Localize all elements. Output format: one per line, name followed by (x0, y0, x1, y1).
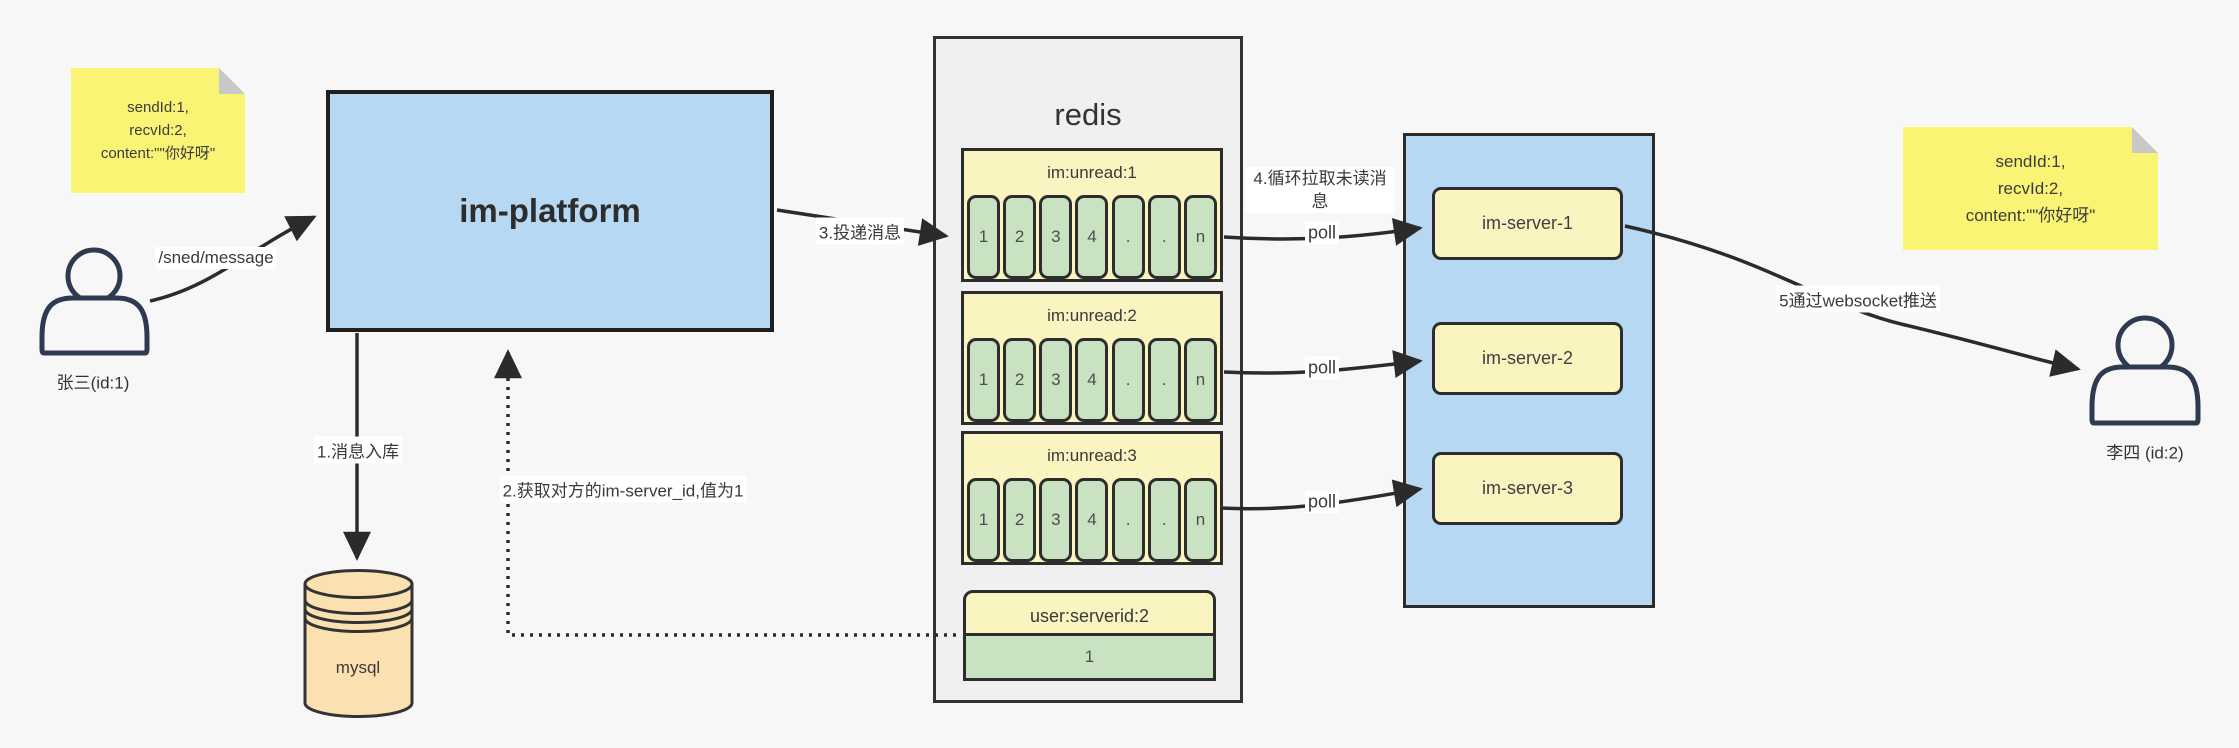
queue-cell: . (1147, 195, 1181, 279)
edge-label-send-message: /sned/message (155, 247, 277, 269)
receiver-person-icon (2089, 315, 2201, 426)
redis-kv-user-serverid: user:serverid:2 1 (963, 590, 1216, 681)
queue-cell: . (1111, 478, 1145, 562)
note-line: content:""你好呀" (1965, 206, 2096, 225)
redis-title: redis (1054, 97, 1122, 132)
redis-queue-unread-1: im:unread:1 1 2 3 4 . . n (961, 148, 1223, 282)
im-server-3-label: im-server-3 (1481, 478, 1573, 498)
queue-cell: 4 (1075, 195, 1109, 279)
edge-label-poll-1: poll (1304, 221, 1340, 245)
im-server-1-node: im-server-1 (1432, 187, 1623, 260)
queue-cell: 4 (1075, 338, 1109, 422)
queue-cell: 2 (1003, 338, 1037, 422)
queue-cell: . (1147, 338, 1181, 422)
queue-cell: 3 (1039, 338, 1073, 422)
queue-cell: 2 (1003, 195, 1037, 279)
im-server-1-label: im-server-1 (1481, 213, 1573, 233)
im-server-3-node: im-server-3 (1432, 452, 1623, 525)
edge-label-step2: 2.获取对方的im-server_id,值为1 (499, 475, 747, 503)
im-server-2-node: im-server-2 (1432, 322, 1623, 395)
note-fold-corner (219, 68, 245, 94)
queue-header: im:unread:2 (1047, 306, 1137, 325)
sender-person-icon (39, 247, 150, 356)
queue-cell: n (1183, 195, 1217, 279)
im-platform-node: im-platform (326, 90, 774, 332)
redis-panel: redis im:unread:1 1 2 3 4 . . n im:unrea… (933, 36, 1243, 703)
queue-cell: . (1111, 338, 1145, 422)
queue-cell: n (1183, 478, 1217, 562)
mysql-label: mysql (335, 658, 381, 677)
edge-label-step4: 4.循环拉取未读消息 (1245, 167, 1395, 213)
im-server-2-label: im-server-2 (1481, 348, 1573, 368)
queue-header: im:unread:3 (1047, 446, 1137, 465)
queue-header: im:unread:1 (1047, 163, 1137, 182)
note-line: sendId:1, (127, 99, 189, 116)
queue-cell: 1 (967, 195, 1000, 279)
redis-queue-unread-2: im:unread:2 1 2 3 4 . . n (961, 291, 1223, 425)
im-platform-label: im-platform (459, 192, 641, 229)
queue-cell: 4 (1075, 478, 1109, 562)
edge-label-step1: 1.消息入库 (313, 436, 403, 464)
queue-cell: . (1111, 195, 1145, 279)
edge-label-poll-2: poll (1304, 356, 1340, 380)
queue-cell: . (1147, 478, 1181, 562)
note-line: content:""你好呀" (100, 145, 216, 162)
receiver-label: 李四 (id:2) (2106, 443, 2184, 463)
queue-cell: 2 (1003, 478, 1037, 562)
sticky-note-right: sendId:1, recvId:2, content:""你好呀" (1903, 127, 2158, 250)
queue-cell: 1 (967, 338, 1000, 422)
edge-label-step5: 5通过websocket推送 (1776, 285, 1940, 313)
edge-label-step3: 3.投递消息 (815, 217, 905, 245)
mysql-database-icon (303, 569, 414, 718)
kv-key: user:serverid:2 (963, 590, 1216, 636)
note-line: sendId:1, (1995, 152, 2066, 171)
note-line: recvId:2, (129, 122, 187, 139)
redis-queue-unread-3: im:unread:3 1 2 3 4 . . n (961, 431, 1223, 565)
queue-cell: 3 (1039, 478, 1073, 562)
edge-label-poll-3: poll (1304, 490, 1340, 514)
sender-label: 张三(id:1) (56, 373, 130, 393)
queue-cells: 1 2 3 4 . . n (967, 338, 1217, 422)
queue-cells: 1 2 3 4 . . n (967, 478, 1217, 562)
queue-cell: n (1183, 338, 1217, 422)
queue-cell: 1 (967, 478, 1000, 562)
queue-cell: 3 (1039, 195, 1073, 279)
kv-value: 1 (963, 636, 1216, 681)
queue-cells: 1 2 3 4 . . n (967, 195, 1217, 279)
note-line: recvId:2, (1997, 179, 2064, 198)
sticky-note-left: sendId:1, recvId:2, content:""你好呀" (71, 68, 245, 193)
note-fold-corner (2132, 127, 2158, 153)
